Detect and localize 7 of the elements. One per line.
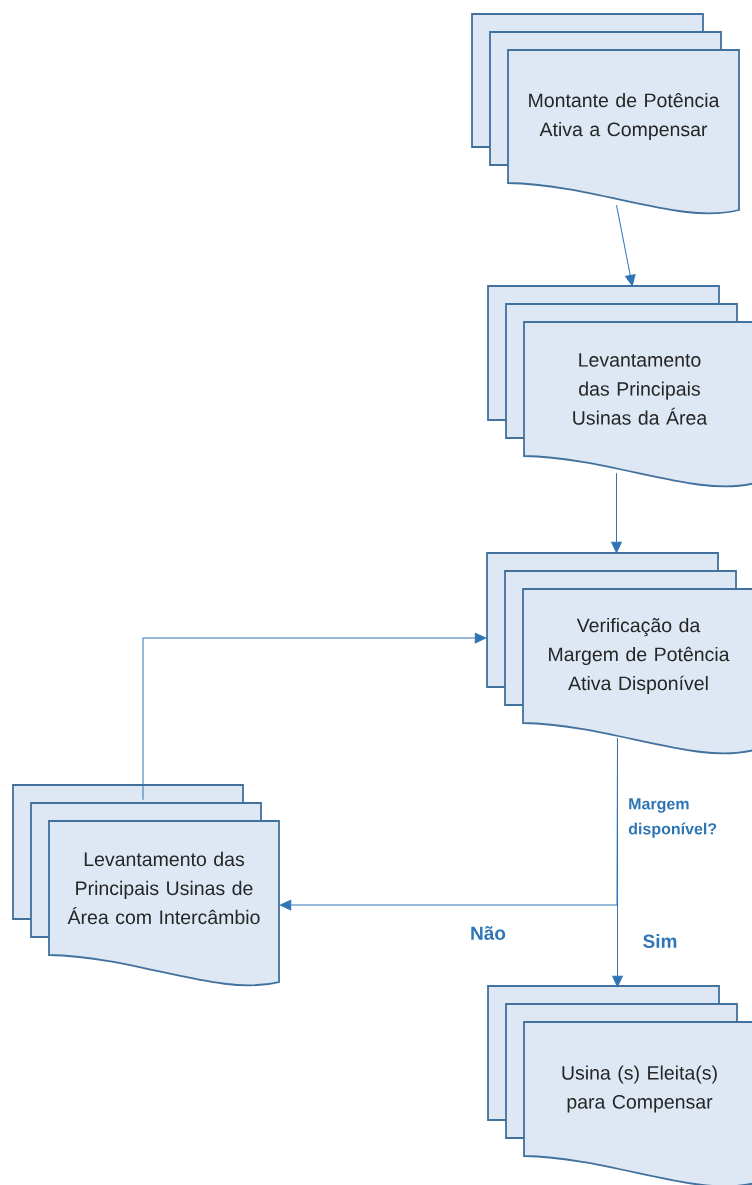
arrow xyxy=(611,472,622,554)
edge-label: Não xyxy=(469,925,507,941)
edge-label: Sim xyxy=(641,933,679,949)
arrow xyxy=(142,632,487,801)
decision-label: Margem disponível? xyxy=(628,798,717,838)
arrow xyxy=(612,737,623,988)
arrow xyxy=(616,204,636,287)
